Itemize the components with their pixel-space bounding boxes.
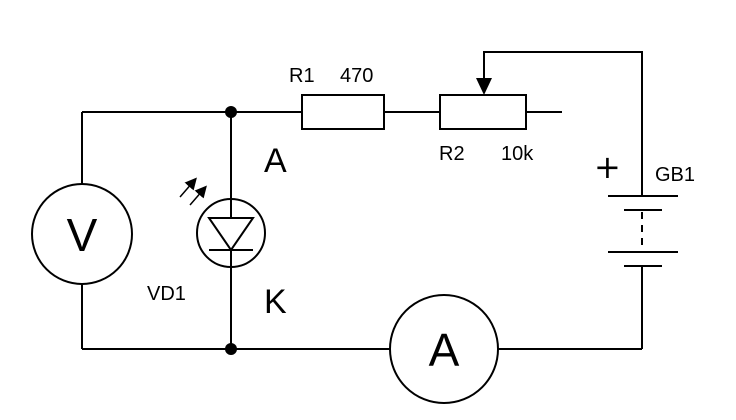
cathode-label: K [264,283,287,321]
resistor-r1-value: 470 [340,65,373,87]
potentiometer-r2-value: 10k [501,143,534,165]
resistor-r1: R1 470 [289,65,385,130]
battery-plus-sign: + [594,148,621,186]
ammeter: A [389,294,499,404]
light-arrow-icon-2 [179,177,197,198]
junction-dot-bottom [225,343,237,355]
wiper-wire [483,51,643,196]
led-vd1-ref: VD1 [147,283,186,305]
potentiometer-r2-body [439,94,527,130]
light-arrow-icon-1 [189,185,207,206]
battery-gb1 [608,195,678,267]
resistor-r1-ref: R1 [289,65,315,87]
ammeter-circle [389,294,499,404]
wiper-arrow-icon [476,78,492,95]
potentiometer-r2: R2 10k [439,78,534,165]
resistor-r1-body [301,94,385,130]
voltmeter-symbol: V [67,209,98,261]
battery-gb1-ref: GB1 [655,164,695,186]
potentiometer-r2-ref: R2 [439,143,465,165]
voltmeter: V [31,183,133,285]
ammeter-symbol: A [429,324,460,376]
led-vd1: VD1 [147,177,266,305]
anode-label: A [264,142,287,180]
voltmeter-circle [31,183,133,285]
junctions [225,106,237,355]
junction-dot-top [225,106,237,118]
